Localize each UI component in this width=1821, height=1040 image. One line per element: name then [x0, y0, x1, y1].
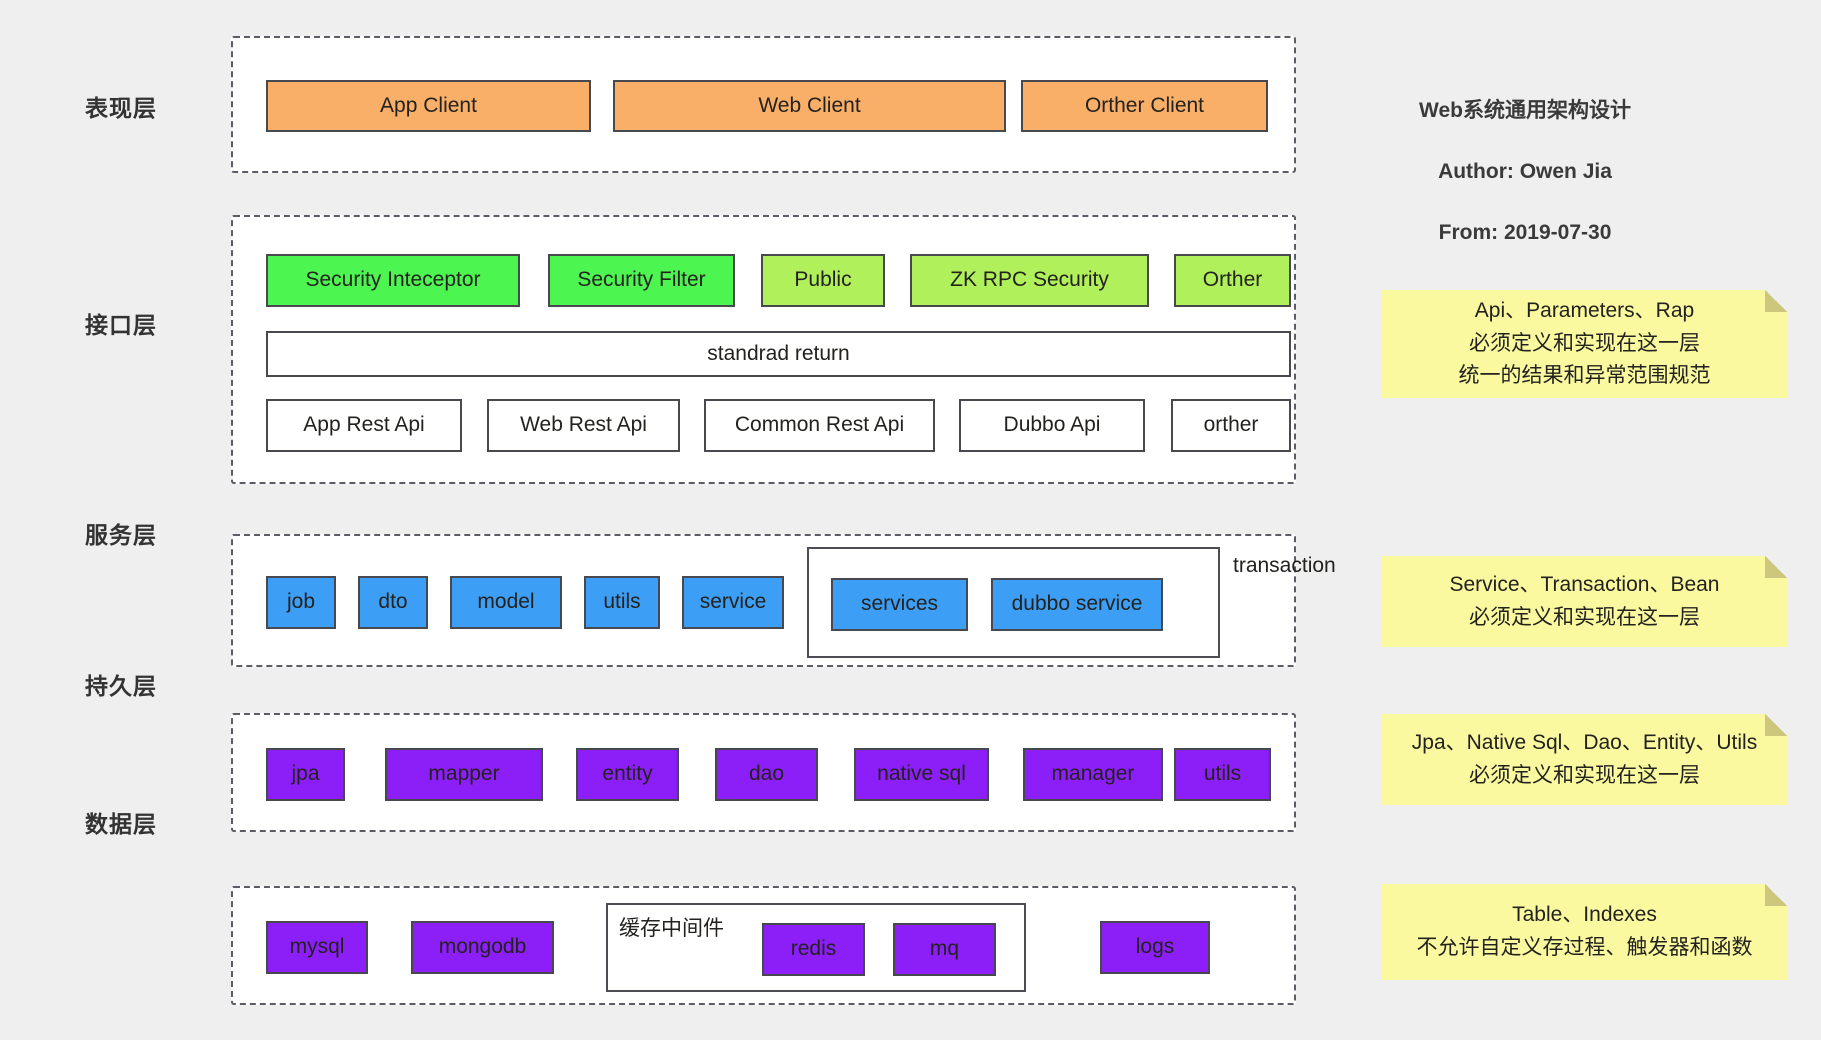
note-service-layer: Service、Transaction、Bean 必须定义和实现在这一层 [1382, 556, 1787, 647]
note-fold-corner-icon [1765, 290, 1787, 312]
node-label: orther [1203, 413, 1259, 437]
node-orther-api[interactable]: orther [1171, 399, 1291, 452]
node-manager[interactable]: manager [1023, 748, 1163, 801]
node-dubbo-service[interactable]: dubbo service [991, 578, 1163, 631]
node-label: service [699, 590, 767, 614]
node-public[interactable]: Public [761, 254, 885, 307]
note-text: Jpa、Native Sql、Dao、Entity、Utils 必须定义和实现在… [1411, 730, 1758, 787]
node-orther-client[interactable]: Orther Client [1021, 80, 1268, 132]
note-text: Api、Parameters、Rap 必须定义和实现在这一层 统一的结果和异常范… [1458, 299, 1711, 388]
node-label: App Rest Api [303, 413, 425, 437]
node-label: Security Filter [577, 268, 706, 292]
node-security-filter[interactable]: Security Filter [548, 254, 735, 307]
node-security-inteceptor[interactable]: Security Inteceptor [266, 254, 520, 307]
node-label: Orther [1202, 268, 1263, 292]
node-model[interactable]: model [450, 576, 562, 629]
node-standrad-return[interactable]: standrad return [266, 331, 1291, 377]
node-app-client[interactable]: App Client [266, 80, 591, 132]
node-label: services [860, 592, 939, 616]
node-redis[interactable]: redis [762, 923, 865, 976]
node-common-rest-api[interactable]: Common Rest Api [704, 399, 935, 452]
node-label: ZK RPC Security [950, 268, 1109, 292]
note-data-layer: Table、Indexes 不允许自定义存过程、触发器和函数 [1382, 884, 1787, 980]
node-label: mq [929, 937, 960, 961]
note-fold-corner-icon [1765, 714, 1787, 736]
node-label: logs [1135, 935, 1175, 959]
node-label: standrad return [707, 341, 850, 365]
note-fold-corner-icon [1765, 884, 1787, 906]
node-label: Web Rest Api [520, 413, 647, 437]
layer-label-persistence: 持久层 [85, 673, 157, 699]
node-label: utils [603, 590, 641, 614]
layer-label-presentation: 表现层 [85, 95, 157, 121]
node-dao[interactable]: dao [715, 748, 818, 801]
layer-container-data: mysql mongodb 缓存中间件 redis mq logs [231, 886, 1296, 1005]
note-interface-layer: Api、Parameters、Rap 必须定义和实现在这一层 统一的结果和异常范… [1382, 290, 1787, 398]
node-label: dubbo service [1011, 592, 1143, 616]
layer-container-interface: Security Inteceptor Security Filter Publ… [231, 215, 1296, 484]
group-transaction: services dubbo service [807, 547, 1220, 658]
node-label: entity [602, 762, 653, 786]
node-job[interactable]: job [266, 576, 336, 629]
node-label: Dubbo Api [1003, 413, 1101, 437]
node-web-client[interactable]: Web Client [613, 80, 1006, 132]
group-caption-transaction: transaction [1233, 554, 1336, 577]
note-persistence-layer: Jpa、Native Sql、Dao、Entity、Utils 必须定义和实现在… [1382, 714, 1787, 805]
node-label: mapper [428, 762, 500, 786]
node-label: job [286, 590, 316, 614]
node-label: native sql [877, 762, 966, 786]
group-caption-cache-middleware: 缓存中间件 [619, 917, 724, 940]
node-jpa[interactable]: jpa [266, 748, 345, 801]
node-dubbo-api[interactable]: Dubbo Api [959, 399, 1145, 452]
node-dto[interactable]: dto [358, 576, 428, 629]
node-label: jpa [291, 762, 320, 786]
node-label: dto [378, 590, 408, 614]
node-service[interactable]: service [682, 576, 784, 629]
layer-container-persistence: jpa mapper entity dao native sql manager… [231, 713, 1296, 832]
node-label: dao [748, 762, 785, 786]
node-label: utils [1203, 762, 1242, 786]
node-label: App Client [380, 93, 477, 117]
layer-label-interface: 接口层 [85, 312, 157, 338]
node-label: Orther Client [1084, 93, 1205, 117]
group-cache-middleware: 缓存中间件 redis mq [606, 903, 1026, 992]
node-label: mysql [289, 935, 345, 959]
node-mapper[interactable]: mapper [385, 748, 543, 801]
node-utils-service[interactable]: utils [584, 576, 660, 629]
node-label: Public [794, 268, 852, 292]
title-line-1: Web系统通用架构设计 [1419, 99, 1631, 123]
node-web-rest-api[interactable]: Web Rest Api [487, 399, 680, 452]
node-mongodb[interactable]: mongodb [411, 921, 554, 974]
diagram-title: Web系统通用架构设计 Author: Owen Jia From: 2019-… [1365, 66, 1685, 279]
node-mq[interactable]: mq [893, 923, 996, 976]
node-label: manager [1051, 762, 1135, 786]
node-label: redis [790, 937, 837, 961]
note-text: Table、Indexes 不允许自定义存过程、触发器和函数 [1416, 903, 1753, 959]
node-entity[interactable]: entity [576, 748, 679, 801]
node-label: mongodb [438, 935, 527, 959]
title-line-3: From: 2019-07-30 [1438, 221, 1612, 245]
layer-container-presentation: App Client Web Client Orther Client [231, 36, 1296, 173]
node-orther-security[interactable]: Orther [1174, 254, 1291, 307]
layer-container-service: job dto model utils service services dub… [231, 534, 1336, 667]
layer-label-data: 数据层 [85, 811, 157, 837]
node-label: Common Rest Api [734, 413, 905, 437]
node-logs[interactable]: logs [1100, 921, 1210, 974]
node-utils-persistence[interactable]: utils [1174, 748, 1271, 801]
node-app-rest-api[interactable]: App Rest Api [266, 399, 462, 452]
node-native-sql[interactable]: native sql [854, 748, 989, 801]
layer-label-service: 服务层 [85, 522, 157, 548]
note-fold-corner-icon [1765, 556, 1787, 578]
node-label: Security Inteceptor [305, 268, 481, 292]
node-label: model [477, 590, 535, 614]
node-label: Web Client [758, 93, 861, 117]
node-zk-rpc-security[interactable]: ZK RPC Security [910, 254, 1149, 307]
note-text: Service、Transaction、Bean 必须定义和实现在这一层 [1449, 572, 1720, 629]
node-mysql[interactable]: mysql [266, 921, 368, 974]
title-line-2: Author: Owen Jia [1438, 160, 1612, 184]
node-services[interactable]: services [831, 578, 968, 631]
